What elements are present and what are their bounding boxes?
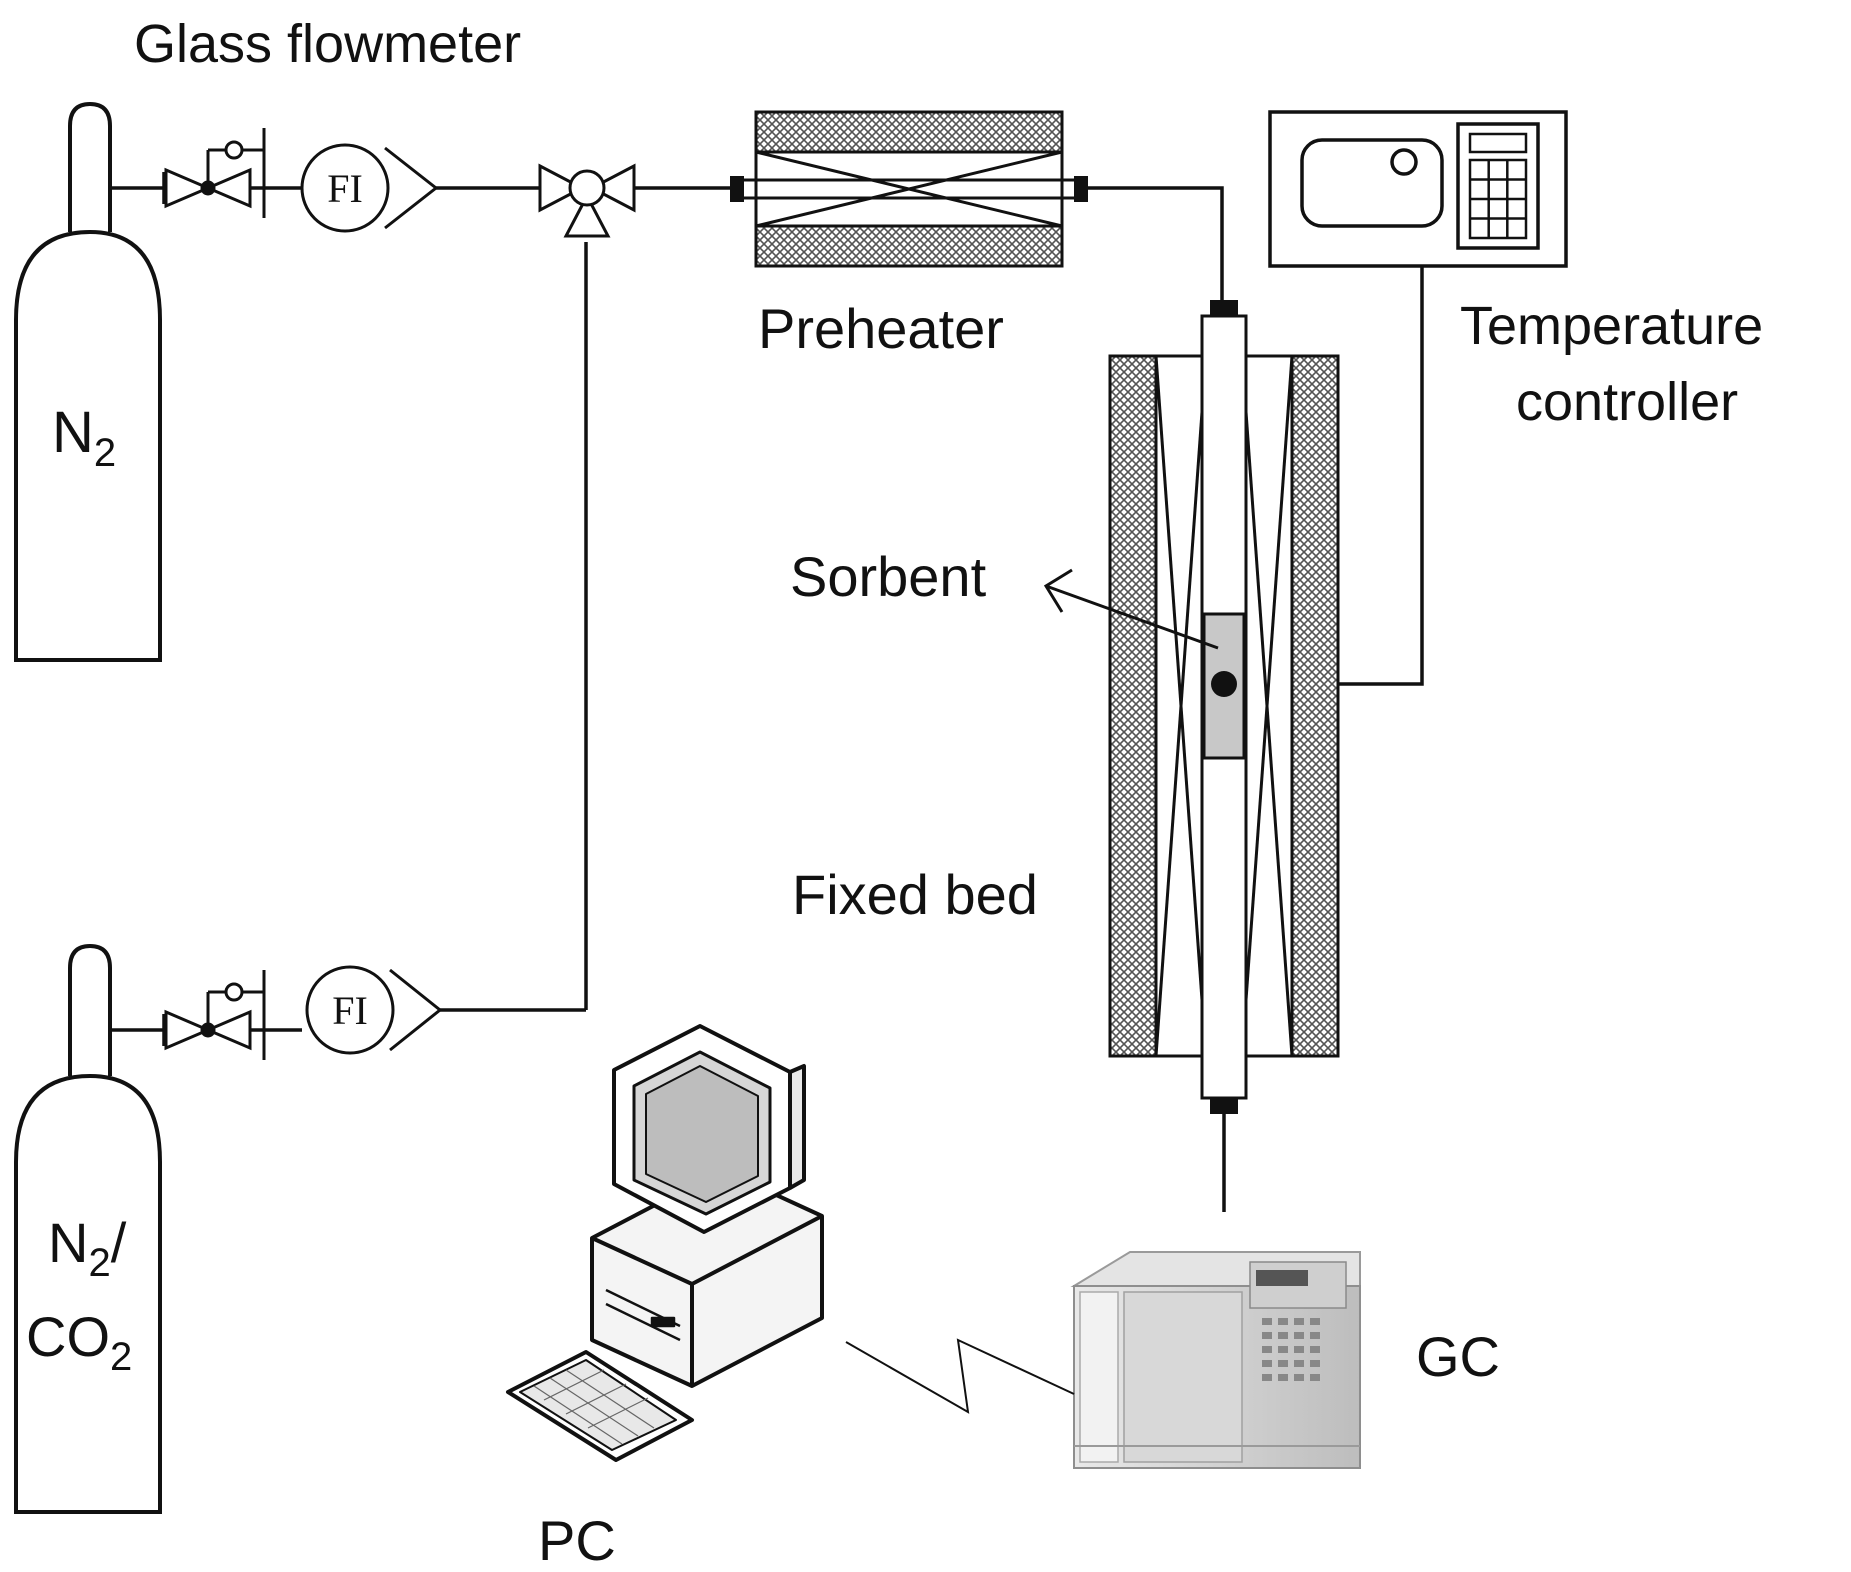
preheater	[730, 110, 1088, 268]
gc-instrument-icon	[1070, 1251, 1361, 1469]
pipe-preheater-to-reactor	[1088, 186, 1224, 300]
signal-cable	[845, 1338, 1075, 1414]
sorbent-arrow	[1043, 568, 1219, 650]
flow-indicator-bottom-label: FI	[332, 988, 368, 1033]
temperature-controller-label-line1: Temperature	[1460, 296, 1763, 356]
preheater-label: Preheater	[758, 297, 1004, 360]
flow-indicator-top-label: FI	[327, 166, 363, 211]
gas-cylinder-n2	[14, 101, 162, 662]
three-way-valve[interactable]	[538, 163, 636, 238]
temperature-controller-label-line2: controller	[1516, 372, 1738, 432]
top-gas-line	[110, 172, 540, 204]
gc-label: GC	[1416, 1325, 1500, 1388]
sorbent-label: Sorbent	[790, 545, 987, 608]
needle-valve-bottom[interactable]	[164, 970, 266, 1060]
cylinder-n2-co2-label-line1: N2/	[48, 1211, 127, 1285]
needle-valve-top[interactable]	[164, 128, 266, 218]
computer-icon	[506, 1024, 824, 1462]
pc-label: PC	[538, 1509, 616, 1572]
temperature-controller[interactable]	[1268, 110, 1568, 268]
glass-flowmeter-label: Glass flowmeter	[134, 14, 521, 74]
thermocouple-tip	[1211, 671, 1237, 697]
gas-cylinder-n2-co2	[14, 943, 162, 1514]
fixed-bed-label: Fixed bed	[792, 863, 1038, 926]
bottom-gas-line	[110, 242, 588, 1046]
flow-indicator-top: FI	[300, 143, 439, 233]
keypad-icon	[1468, 132, 1528, 240]
cylinder-n2-label: N2	[52, 400, 116, 475]
cylinder-n2-co2-label-line2: CO2	[26, 1305, 132, 1379]
flow-indicator-bottom: FI	[305, 965, 443, 1055]
